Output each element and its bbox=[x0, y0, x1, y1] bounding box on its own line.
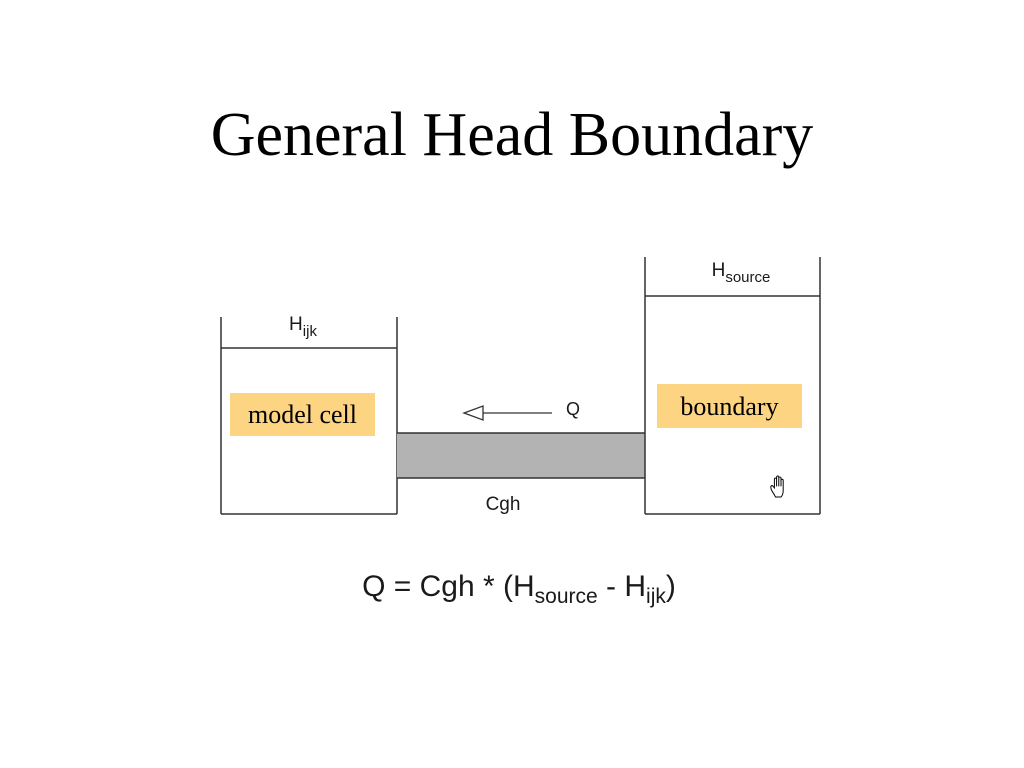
model-cell-head-label: Hijk bbox=[289, 314, 317, 340]
flow-arrow: Q bbox=[462, 399, 580, 421]
equation-part-2: - H bbox=[598, 570, 646, 603]
model-cell-label: model cell bbox=[248, 400, 357, 429]
model-cell-head-symbol: H bbox=[289, 314, 303, 335]
equation-subscript-ijk: ijk bbox=[646, 585, 666, 608]
model-cell-tank: Hijk model cell bbox=[220, 314, 398, 515]
boundary-label-box bbox=[657, 384, 802, 428]
conductance-pipe: Cgh bbox=[397, 432, 645, 515]
conductance-label: Cgh bbox=[486, 494, 521, 515]
flow-equation: Q = Cgh * (Hsource - Hijk) bbox=[362, 570, 676, 608]
model-cell-label-box bbox=[230, 393, 375, 436]
boundary-label: boundary bbox=[680, 392, 778, 421]
equation-part-3: ) bbox=[666, 570, 676, 603]
boundary-head-symbol: H bbox=[712, 260, 726, 281]
arrow-left-icon bbox=[462, 405, 484, 421]
slide-title: General Head Boundary bbox=[211, 101, 814, 169]
pipe-body bbox=[397, 433, 645, 478]
model-cell-head-subscript: ijk bbox=[303, 323, 318, 340]
boundary-head-subscript: source bbox=[725, 269, 770, 286]
hand-icon bbox=[770, 475, 784, 498]
boundary-head-label: Hsource bbox=[712, 260, 771, 286]
flow-label: Q bbox=[566, 399, 580, 419]
equation-part-1: Q = Cgh * (H bbox=[362, 570, 535, 603]
boundary-tank: Hsource boundary bbox=[644, 257, 821, 515]
equation-subscript-source: source bbox=[535, 585, 598, 608]
